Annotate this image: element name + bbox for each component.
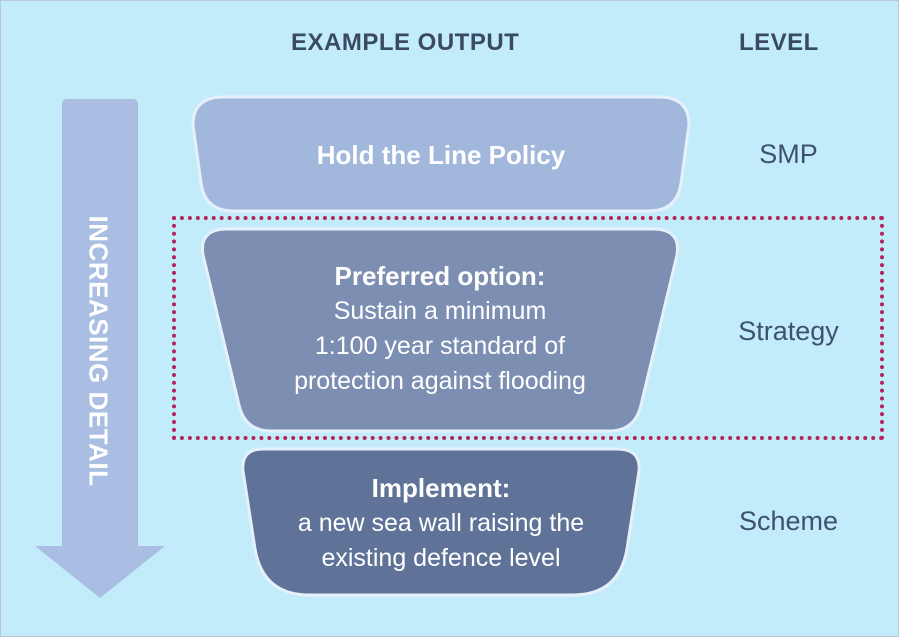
tier-smp-text: Hold the Line Policy xyxy=(191,138,691,173)
example-output-header: EXAMPLE OUTPUT xyxy=(291,29,520,56)
tier-strategy-line: Sustain a minimum xyxy=(333,297,547,325)
tier-scheme-line: existing defence level xyxy=(321,544,561,572)
tier-strategy-line: protection against flooding xyxy=(294,367,586,395)
level-header: LEVEL xyxy=(739,29,819,56)
tier-scheme-text: Implement: a new sea wall raising the ex… xyxy=(241,471,641,576)
strategy-highlight-box xyxy=(172,216,884,440)
level-scheme-label: Scheme xyxy=(738,506,839,536)
tier-strategy-text: Preferred option: Sustain a minimum 1:10… xyxy=(201,259,679,399)
tier-strategy-shape xyxy=(201,227,679,433)
level-strategy-label: Strategy xyxy=(738,316,839,346)
tier-smp-title: Hold the Line Policy xyxy=(316,140,566,170)
tier-smp-shape xyxy=(191,95,691,213)
tier-scheme-shape xyxy=(241,447,641,597)
tier-scheme-title: Implement: xyxy=(371,473,511,503)
level-smp-label: SMP xyxy=(759,139,818,169)
tier-strategy-line: 1:100 year standard of xyxy=(314,332,566,360)
tier-scheme-line: a new sea wall raising the xyxy=(297,509,585,537)
tier-strategy-title: Preferred option: xyxy=(334,261,546,291)
arrow-shape xyxy=(35,99,165,598)
